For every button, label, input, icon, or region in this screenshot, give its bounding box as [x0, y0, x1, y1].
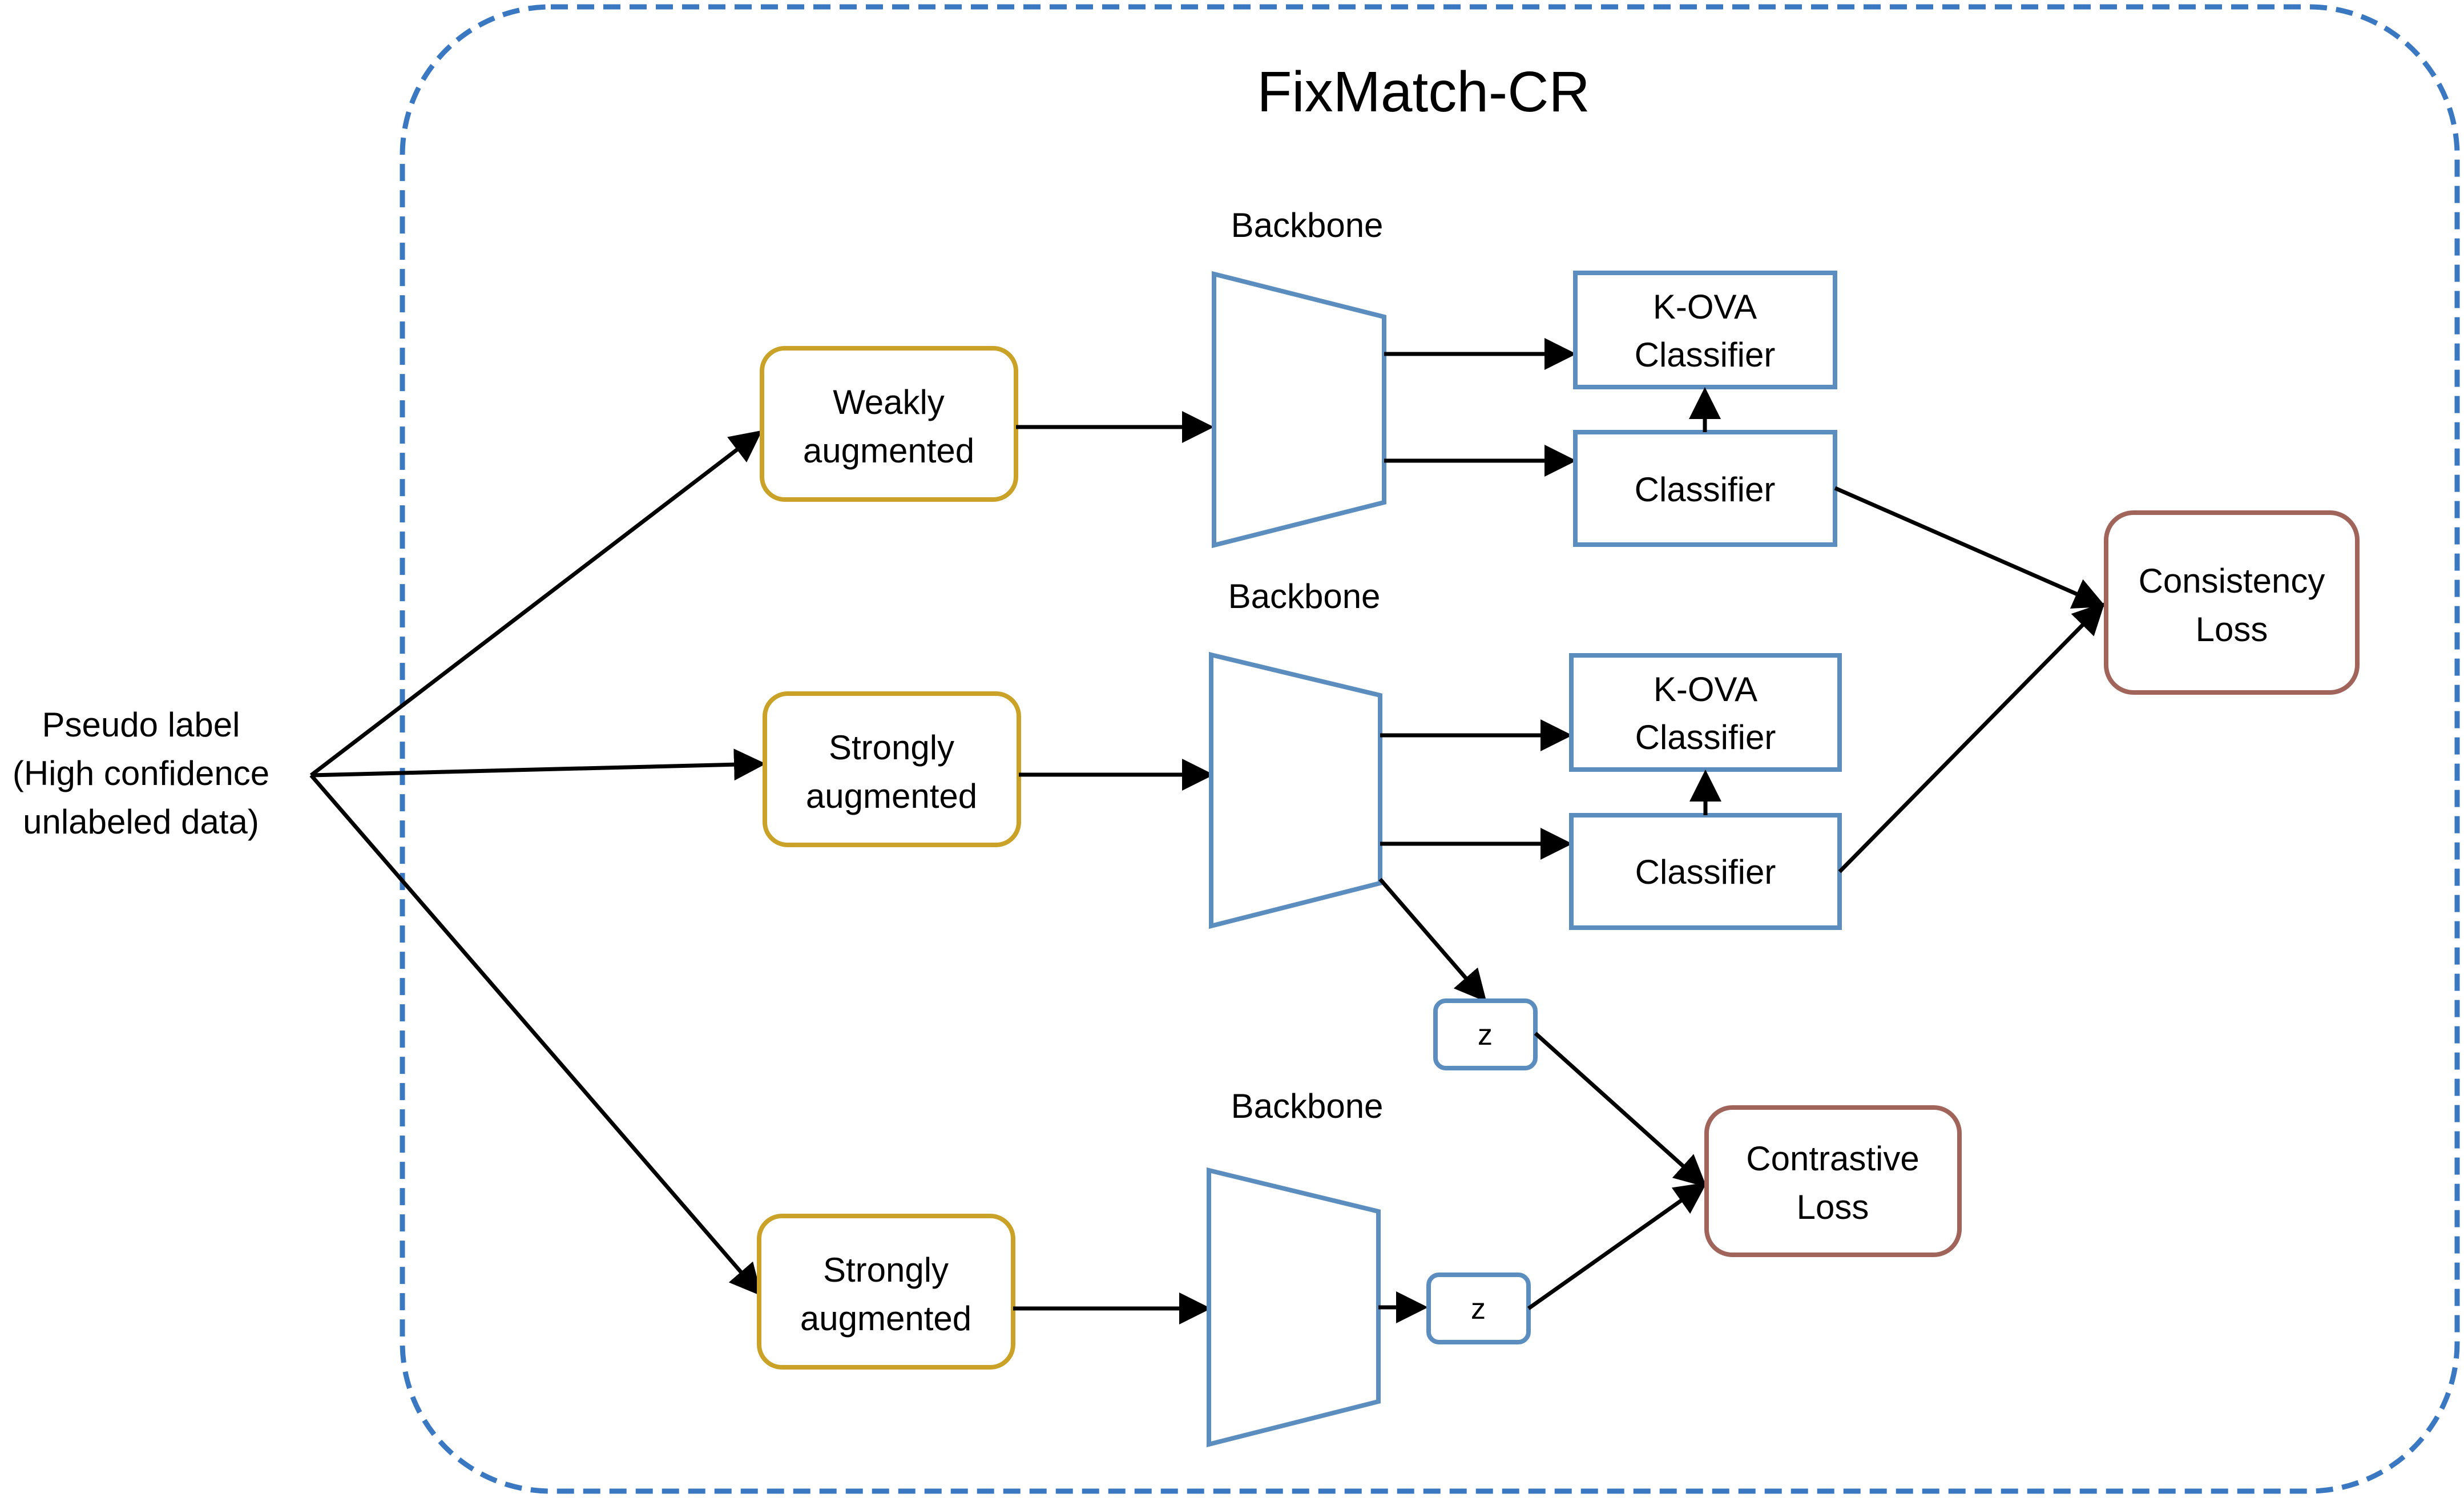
arrow-z1-to-contrastive [1534, 1032, 1707, 1187]
kova2-line-1: K-OVA [1654, 670, 1757, 708]
fixmatch-cr-container [400, 4, 2460, 1494]
input-label-line-2: (High confidence [13, 754, 269, 792]
input-arrows [309, 430, 766, 1296]
classifier2-label: Classifier [1635, 853, 1776, 891]
pseudo-label-input: Pseudo label (High confidence unlabeled … [13, 706, 269, 841]
kova2-line-2: Classifier [1635, 718, 1776, 756]
z-box-2: z [1426, 1273, 1531, 1344]
arrow-classifier2-to-consistency [1838, 602, 2105, 873]
backbone-label-2: Backbone [1228, 577, 1381, 615]
classifier-1: Classifier [1573, 430, 1837, 547]
classifier1-label: Classifier [1635, 470, 1776, 509]
weak-augment-line-1: Weakly [833, 383, 945, 421]
z2-label: z [1471, 1292, 1486, 1326]
strong-augment-1-line-1: Strongly [829, 728, 954, 767]
classifier-2: Classifier [1569, 813, 1842, 930]
consistency-loss-box: Consistency Loss [2104, 510, 2360, 695]
kova-classifier-1: K-OVA Classifier [1573, 271, 1837, 389]
backbone-1 [1212, 271, 1386, 549]
strong-augment-box-2: Strongly augmented [757, 1214, 1015, 1370]
input-label-line-3: unlabeled data) [23, 803, 259, 841]
diagram-title: FixMatch-CR [1257, 60, 1590, 124]
kova-classifier-2: K-OVA Classifier [1569, 653, 1842, 772]
contrastive-loss-line-1: Contrastive [1746, 1139, 1919, 1178]
arrow-input-to-strong-2 [309, 774, 762, 1296]
arrow-z2-to-contrastive [1527, 1182, 1707, 1310]
backbone-2 [1209, 651, 1382, 929]
consistency-loss-line-2: Loss [2196, 610, 2268, 649]
z-box-1: z [1433, 998, 1538, 1070]
weak-augment-line-2: augmented [803, 432, 974, 470]
weak-augment-box: Weakly augmented [760, 346, 1018, 502]
kova1-line-1: K-OVA [1653, 288, 1757, 326]
arrow-input-to-weak [309, 430, 763, 777]
backbone-label-1: Backbone [1231, 206, 1384, 244]
kova1-line-2: Classifier [1635, 336, 1776, 374]
input-label-line-1: Pseudo label [42, 706, 240, 744]
strong-augment-box-1: Strongly augmented [763, 691, 1021, 847]
z1-label: z [1478, 1018, 1493, 1052]
arrow-backbone2-to-z1 [1378, 877, 1487, 1002]
arrow-input-to-strong-1 [310, 748, 766, 781]
contrastive-loss-line-2: Loss [1797, 1188, 1869, 1226]
consistency-loss-line-1: Consistency [2139, 562, 2325, 600]
backbone-label-3: Backbone [1231, 1087, 1384, 1125]
strong-augment-2-line-1: Strongly [823, 1251, 949, 1289]
strong-augment-2-line-2: augmented [800, 1299, 971, 1338]
arrow-classifier1-to-consistency [1834, 486, 2106, 609]
strong-augment-1-line-2: augmented [806, 777, 977, 815]
contrastive-loss-box: Contrastive Loss [1704, 1105, 1962, 1257]
backbone-3 [1207, 1167, 1381, 1448]
